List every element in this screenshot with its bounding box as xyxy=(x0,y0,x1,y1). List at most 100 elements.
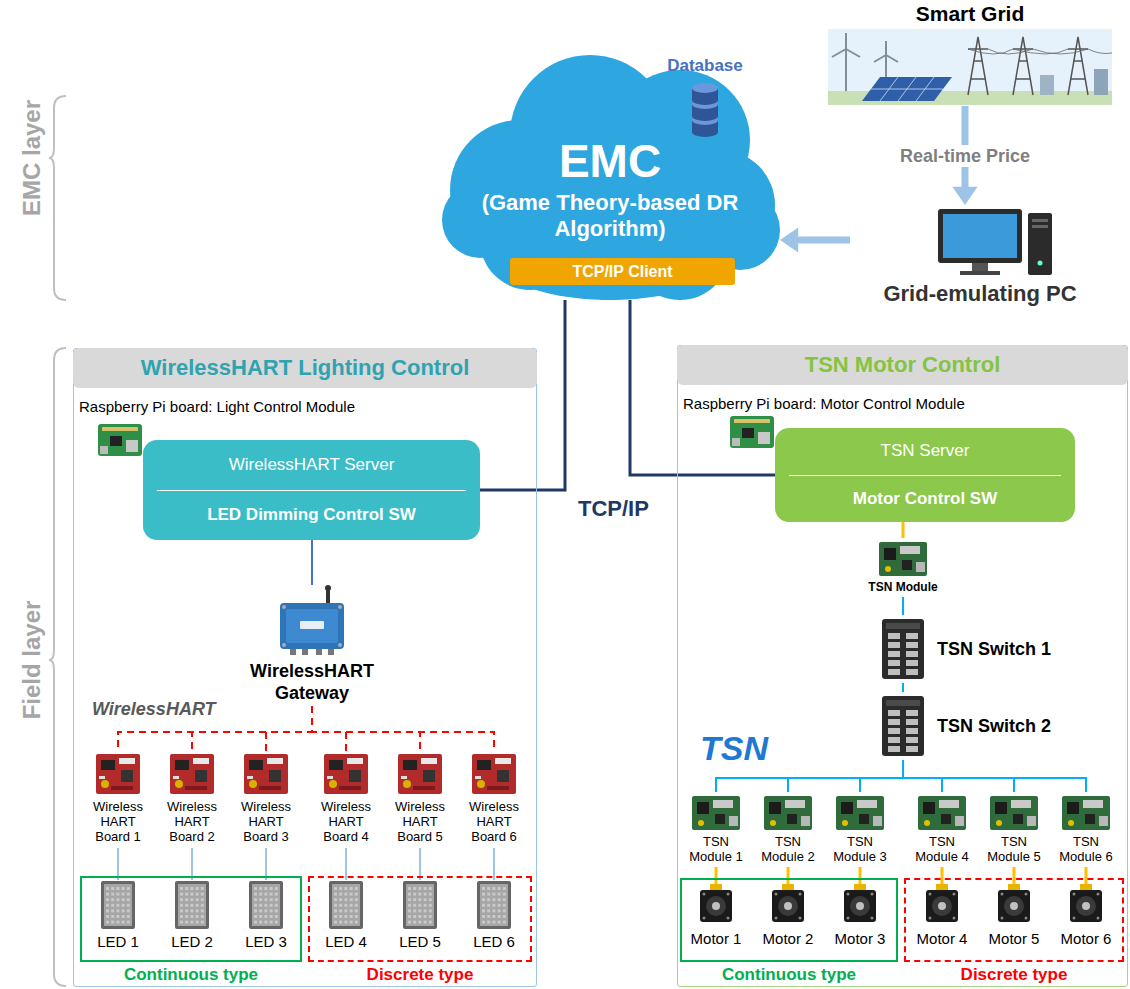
connector xyxy=(630,300,775,475)
connector-line xyxy=(902,683,904,692)
board-label: Wireless HART Board 3 xyxy=(232,800,300,845)
grid-title: Smart Grid xyxy=(828,2,1112,26)
connector-line xyxy=(797,237,850,244)
connector-line xyxy=(902,522,905,538)
motor-label: Motor 1 xyxy=(687,930,745,948)
board-icon xyxy=(169,752,215,796)
connector xyxy=(312,706,420,752)
tsn-module-node: TSN Module 2 xyxy=(756,792,820,867)
protocol-label: TCP/IP xyxy=(578,496,649,522)
board-node: Wireless HART Board 6 xyxy=(460,752,528,848)
connector xyxy=(1086,867,1087,884)
motor-node: Motor 4 xyxy=(913,884,971,950)
type-group: Continuous typeLED 1LED 2LED 3 xyxy=(80,876,302,986)
connector-line xyxy=(1013,867,1016,884)
server-software: Motor Control SW xyxy=(789,475,1061,523)
connector xyxy=(312,706,346,752)
connector-line xyxy=(311,540,313,585)
client-label: TCP/IP Client xyxy=(510,258,735,285)
database-icon xyxy=(690,80,720,138)
tsn-module-label: TSN Module xyxy=(861,581,945,595)
board-node: Wireless HART Board 5 xyxy=(386,752,454,848)
connector xyxy=(903,522,904,538)
motor-label: Motor 5 xyxy=(985,930,1043,948)
led-node: LED 3 xyxy=(236,880,296,953)
board-icon xyxy=(323,752,369,796)
connector-line xyxy=(312,706,346,752)
motor-node: Motor 2 xyxy=(759,884,817,950)
motor-icon xyxy=(994,884,1034,928)
connector xyxy=(903,683,904,692)
smart-grid-node: Smart Grid xyxy=(828,2,1112,106)
board-label: Wireless HART Board 5 xyxy=(386,800,454,845)
board-node: Wireless HART Board 4 xyxy=(312,752,380,848)
raspberry-pi-icon xyxy=(730,416,774,448)
connector xyxy=(266,706,312,752)
tsn-module-icon xyxy=(1061,792,1111,832)
led-label: LED 2 xyxy=(162,933,222,951)
connector-line xyxy=(788,760,903,792)
led-icon xyxy=(100,880,136,930)
cloud-subtitle: (Game Theory-based DR Algorithm) xyxy=(475,190,745,243)
panel-header: TSN Motor Control xyxy=(677,345,1128,385)
motor-node: Motor 1 xyxy=(687,884,745,950)
led-icon xyxy=(402,880,438,930)
led-label: LED 6 xyxy=(464,933,524,951)
motor-icon xyxy=(840,884,880,928)
connector-line xyxy=(266,706,312,752)
switch-node: TSN Switch 1 xyxy=(875,615,1075,683)
pc-label: Grid-emulating PC xyxy=(850,281,1110,307)
switch-label: TSN Switch 2 xyxy=(937,692,1051,760)
group-label: Continuous type xyxy=(680,965,898,985)
gateway-icon xyxy=(272,585,352,657)
tsn-module-label: TSN Module 3 xyxy=(828,835,892,865)
raspberry-pi-icon xyxy=(98,424,142,456)
cloud-title: EMC xyxy=(440,138,780,184)
led-label: LED 4 xyxy=(316,933,376,951)
connector xyxy=(788,867,789,884)
layer-label: EMC layer xyxy=(18,100,46,216)
led-label: LED 1 xyxy=(88,933,148,951)
connector-line xyxy=(903,760,942,792)
board-icon xyxy=(243,752,289,796)
motor-icon xyxy=(696,884,736,928)
motor-label: Motor 2 xyxy=(759,930,817,948)
server-box: TSN ServerMotor Control SW xyxy=(775,428,1075,522)
connector xyxy=(312,706,494,752)
connector xyxy=(480,300,565,490)
board-node: Wireless HART Board 1 xyxy=(84,752,152,848)
tsn-module-icon xyxy=(763,792,813,832)
connector-line xyxy=(630,300,775,475)
server-box: WirelessHART ServerLED Dimming Control S… xyxy=(143,440,480,540)
database-node: Database xyxy=(660,56,750,142)
server-software: LED Dimming Control SW xyxy=(157,490,466,541)
connector xyxy=(903,597,904,615)
led-icon xyxy=(174,880,210,930)
connector-line xyxy=(1085,867,1088,884)
type-group: Continuous type Motor 1 Motor 2 Motor 3 xyxy=(680,878,898,984)
motor-icon xyxy=(768,884,808,928)
connector-line xyxy=(787,867,790,884)
motor-node: Motor 3 xyxy=(831,884,889,950)
led-label: LED 3 xyxy=(236,933,296,951)
layer-label: Field layer xyxy=(18,601,46,720)
connector-line xyxy=(941,867,944,884)
switch-node: TSN Switch 2 xyxy=(875,692,1075,760)
arrow-head xyxy=(780,227,798,252)
connector-line xyxy=(715,867,718,884)
gateway-label: WirelessHART Gateway xyxy=(232,661,392,704)
board-label: Wireless HART Board 2 xyxy=(158,800,226,845)
panel-subtitle: Raspberry Pi board: Light Control Module xyxy=(79,398,355,416)
tsn-module-label: TSN Module 6 xyxy=(1054,835,1118,865)
led-icon xyxy=(476,880,512,930)
tsn-module-icon xyxy=(878,538,928,578)
tsn-module-label: TSN Module 1 xyxy=(684,835,748,865)
connector-line xyxy=(312,706,494,752)
connector-line xyxy=(860,760,903,792)
board-icon xyxy=(95,752,141,796)
pc-node: Grid-emulating PC xyxy=(850,205,1110,315)
tsn-module-node: TSN Module 3 xyxy=(828,792,892,867)
connector-line xyxy=(480,300,565,490)
switch-icon xyxy=(878,617,928,681)
